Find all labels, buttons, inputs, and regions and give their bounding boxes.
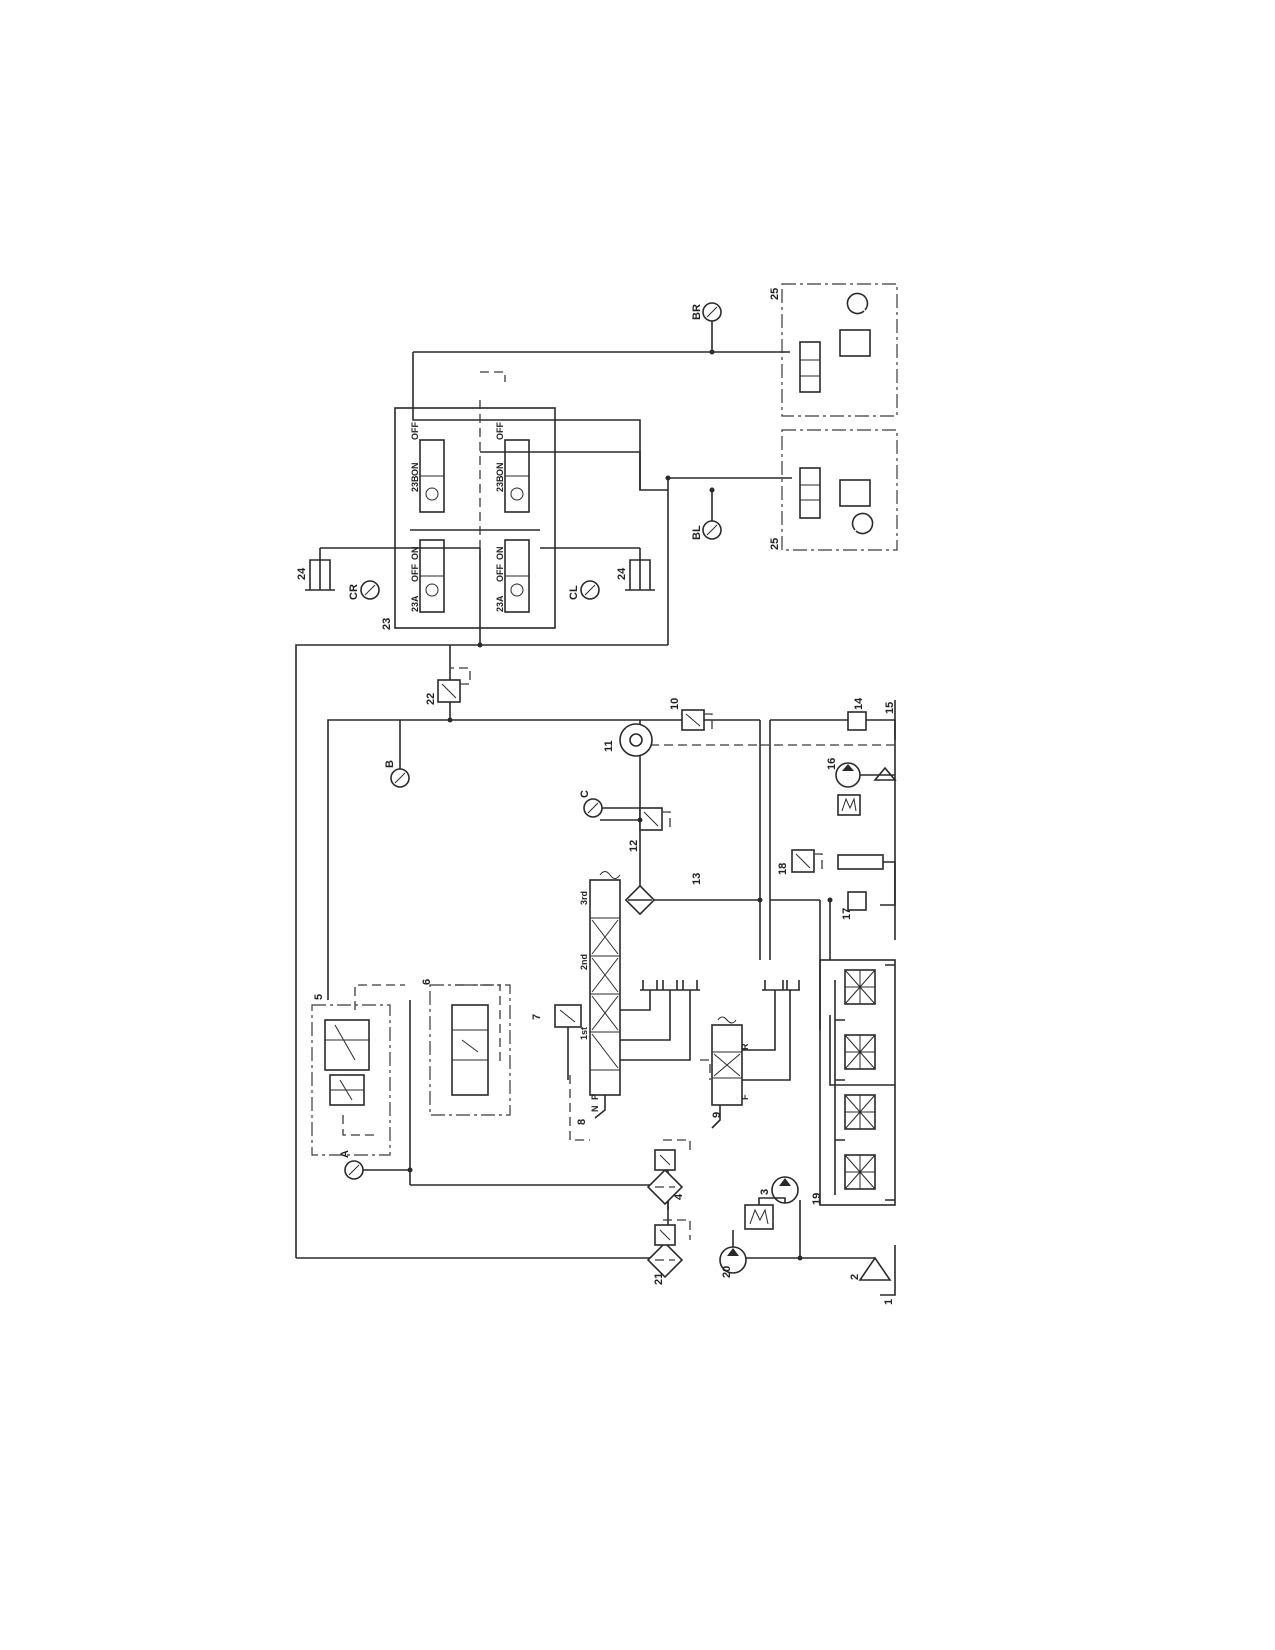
clutch-pack	[844, 1094, 876, 1130]
label-23a-top: 23A	[410, 595, 420, 612]
label-3rd: 3rd	[579, 891, 589, 905]
label-15: 15	[884, 702, 896, 714]
gauge-cl	[580, 580, 600, 600]
label-3: 3	[759, 1189, 771, 1195]
component-24-cylinder-top	[305, 559, 335, 591]
component-6-valve	[429, 984, 511, 1116]
label-23: 23	[381, 618, 393, 630]
label-n: N	[590, 1106, 600, 1113]
gauge-b	[390, 720, 410, 788]
component-13-cooler	[624, 884, 656, 916]
component-19-clutch-packs	[819, 959, 896, 1206]
label-off-23b-bottom: OFF	[495, 422, 505, 440]
label-20: 20	[721, 1266, 733, 1278]
component-11-torque-converter	[619, 723, 653, 757]
clutch-pack	[844, 1034, 876, 1070]
gauge-bl	[702, 490, 722, 540]
gauge-cr	[360, 580, 380, 600]
gauge-label-cl: CL	[568, 585, 580, 600]
gauge-label-br: BR	[691, 304, 703, 320]
component-12-relief-valve	[639, 807, 671, 831]
label-5: 5	[313, 994, 325, 1000]
component-17-filter	[837, 854, 896, 911]
gauge-label-c: C	[579, 790, 591, 798]
label-22: 22	[425, 693, 437, 705]
label-25-right: 25	[769, 288, 781, 300]
label-16: 16	[826, 758, 838, 770]
valve-23a-top	[419, 539, 445, 613]
label-24-top: 24	[296, 567, 308, 580]
component-16-pump	[835, 762, 897, 816]
component-10-relief-valve	[681, 709, 713, 731]
label-4: 4	[673, 1193, 685, 1200]
label-r: R	[740, 1043, 750, 1050]
label-14: 14	[853, 697, 865, 710]
label-2: 2	[849, 1274, 861, 1280]
label-on-23a-bottom: ON	[495, 547, 505, 561]
label-f: F	[740, 1094, 750, 1100]
valve-position-labels: OFF ON OFF ON ON OFF ON OFF 1st 2nd 3rd …	[410, 422, 750, 1112]
label-2nd: 2nd	[579, 954, 589, 970]
clutch-pack	[844, 1154, 876, 1190]
label-19: 19	[811, 1193, 823, 1205]
component-22-relief-valve	[437, 667, 471, 703]
label-13: 13	[691, 873, 703, 885]
gauge-label-bl: BL	[691, 525, 703, 540]
gauge-c	[583, 798, 640, 818]
component-25-actuator-left	[781, 429, 898, 551]
component-14-filter	[847, 711, 867, 731]
label-p: P	[590, 1094, 600, 1100]
label-off-23a-bottom: OFF	[495, 564, 505, 582]
valve-23b-bottom	[504, 439, 530, 513]
label-1: 1	[883, 1299, 895, 1305]
engine-motor	[732, 1197, 786, 1247]
label-on-23b-top: ON	[410, 463, 420, 477]
component-1-2-tank	[800, 1245, 896, 1296]
component-5-regulator	[311, 1004, 391, 1156]
label-off-23a-top: OFF	[410, 564, 420, 582]
gauge-br	[702, 302, 722, 352]
gauge-a	[344, 1160, 410, 1180]
component-7-valve	[554, 1004, 582, 1080]
gauge-labels: A B C CR CL BL BR	[339, 304, 703, 1158]
label-25-left: 25	[769, 538, 781, 550]
label-23b-top: 23B	[410, 475, 420, 492]
label-24-bottom: 24	[616, 567, 628, 580]
component-21-filter	[646, 1224, 684, 1279]
label-21: 21	[653, 1273, 665, 1285]
component-24-cylinder-bottom	[625, 559, 655, 591]
label-11: 11	[603, 740, 615, 752]
component-9-fr-valve	[711, 980, 800, 1129]
label-on-23a-top: ON	[410, 547, 420, 561]
label-10: 10	[669, 698, 681, 710]
valve-23a-bottom	[504, 539, 530, 613]
component-23-valve-bank	[319, 407, 641, 645]
component-18-relief-valve	[791, 849, 823, 873]
gauge-label-a: A	[339, 1150, 351, 1158]
label-17: 17	[841, 908, 853, 920]
label-23b-bottom: 23B	[495, 475, 505, 492]
label-12: 12	[628, 840, 640, 852]
junction-dots	[407, 349, 833, 1261]
label-on-23b-bottom: ON	[495, 463, 505, 477]
component-8-selector-valve	[589, 871, 700, 1119]
component-25-actuator-right	[781, 283, 898, 417]
label-off-23b-top: OFF	[410, 422, 420, 440]
component-4-filter	[646, 1149, 684, 1206]
label-9: 9	[711, 1112, 723, 1118]
gauge-label-b: B	[384, 760, 396, 768]
label-6: 6	[421, 979, 433, 985]
valve-23b-top	[419, 439, 445, 513]
component-labels: 1 2 3 4 5 6 7 8 9 10 11 12 13 14 15 16 1…	[296, 288, 896, 1305]
gauge-label-cr: CR	[348, 584, 360, 600]
label-18: 18	[777, 863, 789, 875]
pilot-lines	[354, 371, 895, 1240]
label-7: 7	[531, 1014, 543, 1020]
label-8: 8	[576, 1119, 588, 1125]
clutch-pack	[844, 969, 876, 1005]
label-23a-bottom: 23A	[495, 595, 505, 612]
label-1st: 1st	[579, 1027, 589, 1040]
